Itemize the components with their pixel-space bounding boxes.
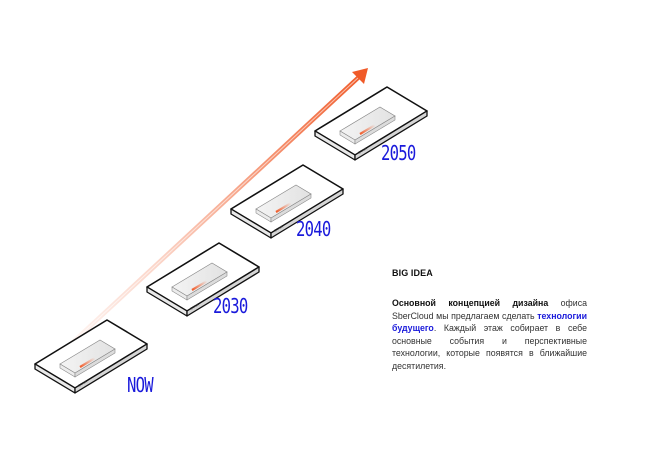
- year-label-now: NOW: [127, 373, 154, 397]
- year-label-2030: 2030: [213, 294, 248, 318]
- timeline-arrow: [43, 68, 368, 370]
- concept-bold-text: Основной концепцией дизайна: [392, 298, 549, 308]
- big-idea-paragraph: Основной концепцией дизайна офиса SberCl…: [392, 297, 587, 373]
- year-label-2050: 2050: [381, 141, 416, 165]
- paragraph-text-2: . Каждый этаж собирает в себе основные с…: [392, 323, 587, 371]
- future-tech-highlight: технологии будущего: [392, 310, 587, 334]
- big-idea-title: BIG IDEA: [392, 268, 433, 278]
- year-label-2040: 2040: [296, 217, 331, 241]
- arrow-head-icon: [352, 68, 368, 84]
- paragraph-text-1: офиса SberCloud мы предлагаем сделать: [392, 298, 587, 321]
- big-idea-section: BIG IDEA Основной концепцией дизайна офи…: [392, 268, 587, 373]
